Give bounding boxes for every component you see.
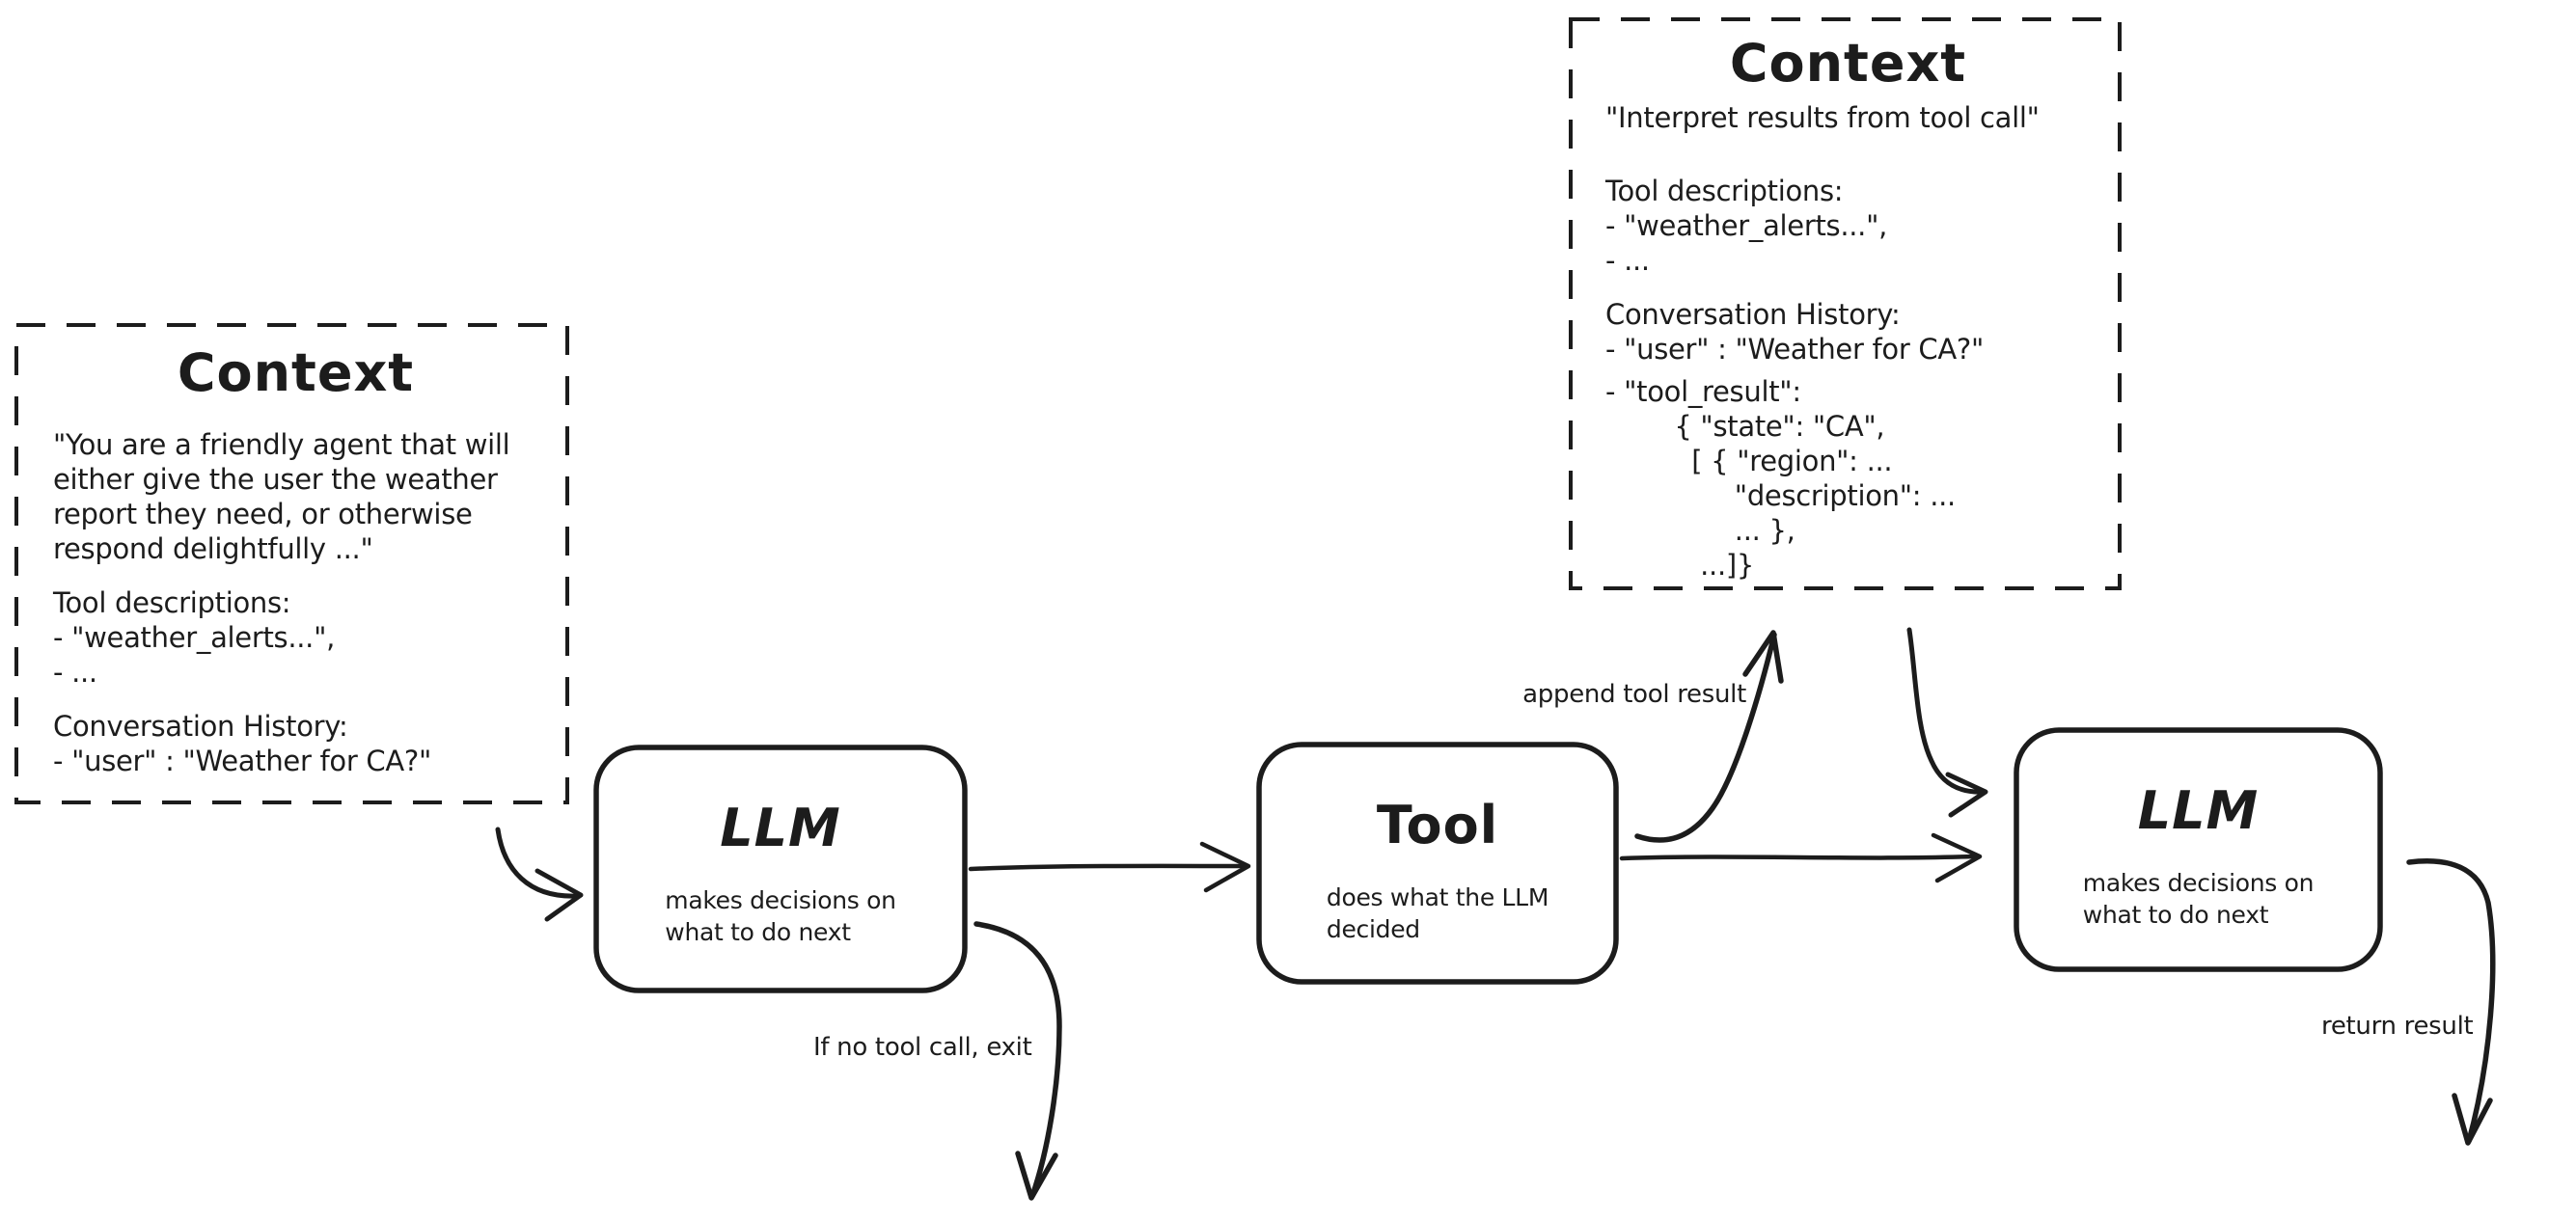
tool-node-title: Tool (1376, 795, 1499, 855)
arrow-tool-to-llm2-head (1931, 832, 1983, 883)
append-tool-result-label: append tool result (1522, 680, 1746, 709)
context-left-conversation-history: Conversation History: - "user" : "Weathe… (53, 710, 431, 777)
llm2-node-subtitle: makes decisions on what to do next (2082, 869, 2315, 929)
return-result-label: return result (2321, 1012, 2474, 1041)
arrow-llm1-exit-shaft (973, 921, 1062, 1199)
context-top-system-prompt: "Interpret results from tool call" (1605, 101, 2040, 134)
arrow-llm1-to-tool-head (1199, 841, 1251, 893)
context-top-box-border (1569, 17, 2122, 590)
arrow-context-top-to-llm2-head (1945, 772, 1988, 818)
context-top-box: Context "Interpret results from tool cal… (1571, 19, 2120, 588)
llm1-node-title: LLM (720, 798, 841, 858)
context-top-title: Context (1729, 33, 1967, 94)
tool-node-subtitle: does what the LLM decided (1326, 883, 1549, 943)
llm2-node: LLM makes decisions on what to do next (2016, 730, 2380, 969)
llm1-node-border (593, 745, 968, 993)
context-top-tool-result: - "tool_result": { "state": "CA", [ { "r… (1605, 375, 1956, 582)
arrow-llm2-return-shaft (2406, 858, 2496, 1144)
llm2-node-border (2014, 727, 2383, 972)
arrow-llm2-return-head (2452, 1093, 2493, 1146)
arrow-tool-to-context-top-head (1742, 630, 1784, 684)
no-tool-call-exit-label: If no tool call, exit (813, 1033, 1032, 1062)
llm1-node-subtitle: makes decisions on what to do next (665, 886, 896, 946)
arrow-context-left-to-llm1-head (534, 868, 584, 922)
context-left-system-prompt: "You are a friendly agent that will eith… (53, 428, 510, 565)
arrow-llm1-exit-head (1015, 1151, 1058, 1201)
arrow-context-top-to-llm2-shaft (1906, 627, 1987, 795)
arrow-context-left-to-llm1-shaft (495, 827, 580, 899)
llm1-node: LLM makes decisions on what to do next (596, 747, 965, 990)
tool-node-border (1256, 742, 1619, 985)
arrow-llm1-to-tool-shaft (968, 863, 1247, 872)
tool-node: Tool does what the LLM decided (1259, 745, 1616, 982)
context-top-tool-descriptions: Tool descriptions: - "weather_alerts..."… (1605, 175, 1888, 277)
context-left-title: Context (177, 342, 415, 403)
context-left-tool-descriptions: Tool descriptions: - "weather_alerts..."… (53, 586, 336, 689)
context-left-box: Context "You are a friendly agent that w… (16, 325, 567, 802)
llm2-node-title: LLM (2137, 780, 2260, 841)
context-left-box-border (14, 323, 569, 804)
context-top-conversation-history: Conversation History: - "user" : "Weathe… (1605, 298, 1984, 366)
arrow-tool-to-context-top-shaft (1634, 632, 1777, 843)
arrow-tool-to-llm2-shaft (1619, 854, 1977, 861)
